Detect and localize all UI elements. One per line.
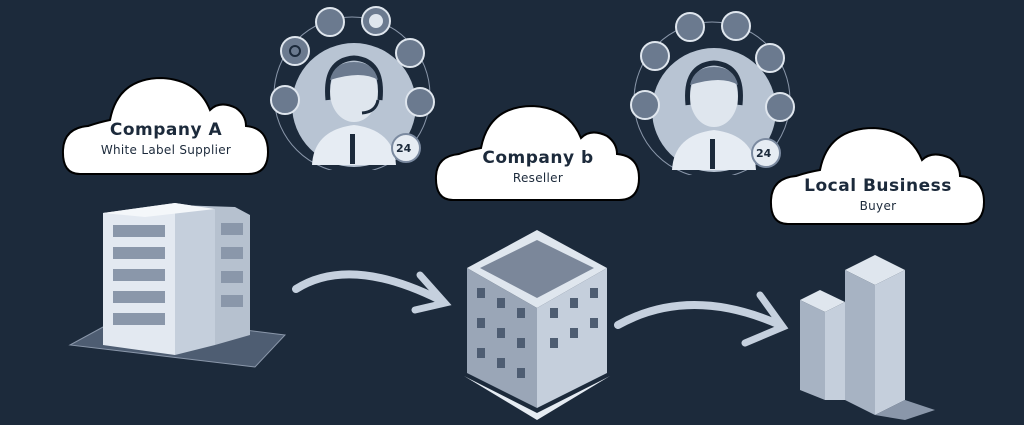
cloud-title: Local Business [804, 176, 952, 196]
cloud-company-b: Company b Reseller [433, 100, 643, 204]
support-badge-24: 24 [756, 147, 772, 160]
support-agent-illustration-1 [270, 6, 435, 170]
cloud-subtitle: Buyer [859, 199, 897, 213]
building-company-a [68, 203, 287, 368]
cloud-subtitle: Reseller [512, 171, 564, 185]
support-agent-illustration-2 [630, 11, 795, 175]
support-badge-24: 24 [396, 142, 412, 155]
arrow-a-to-b [292, 270, 452, 314]
cloud-subtitle: White Label Supplier [100, 143, 232, 157]
building-company-b [464, 230, 610, 420]
cloud-title: Company b [482, 148, 594, 168]
cloud-title: Company A [109, 120, 223, 140]
cloud-company-a: Company A White Label Supplier [60, 70, 272, 178]
arrow-b-to-c [614, 291, 789, 347]
building-local-business [800, 255, 935, 420]
